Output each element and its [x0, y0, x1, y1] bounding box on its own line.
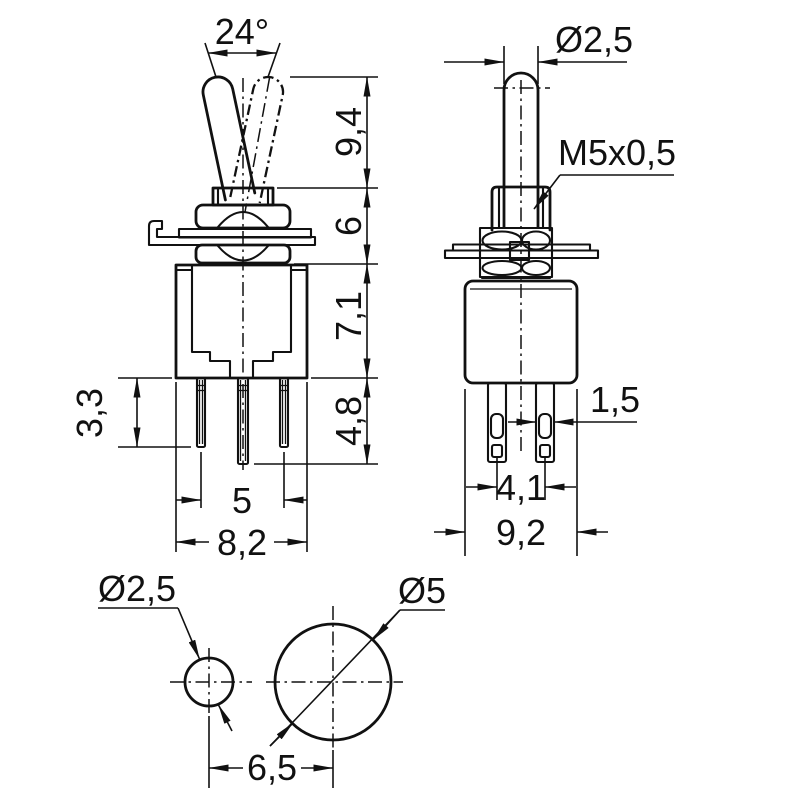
front-hex-nut-upper-chamfer — [216, 211, 270, 229]
dim-plan-lever-hole: Ø2,5 — [98, 568, 233, 732]
side-pin-rear-slot — [538, 443, 552, 459]
side-nut-lower-facet-right — [520, 259, 552, 277]
side-pin-pitch-extension-lines — [496, 458, 546, 500]
thread-leader — [533, 174, 561, 210]
height-extension-lines — [254, 76, 378, 465]
front-pin-left — [195, 376, 207, 449]
bushing-hole-diameter-label: Ø5 — [398, 570, 446, 611]
side-nut-lower-facet-left — [481, 259, 523, 277]
dim-front-body-width: 8,2 — [175, 382, 308, 563]
lever-hole-diameter-label: Ø2,5 — [98, 568, 176, 609]
body-height-label: 7,1 — [328, 291, 369, 341]
lever-hole-opposite-arrow — [217, 704, 233, 732]
pin-pitch-label: 5 — [232, 480, 252, 521]
hole-spacing-label: 6,5 — [247, 747, 297, 788]
front-switch-outline — [147, 75, 317, 470]
front-pin-fold-lines — [198, 380, 287, 461]
thread-label: M5x0,5 — [558, 132, 676, 173]
side-washer-strip-lower — [443, 249, 600, 260]
side-view: Ø2,5 M5x0,5 1,5 4,1 9,2 — [434, 19, 676, 556]
side-lever — [502, 71, 540, 229]
angle-extension-left — [204, 42, 217, 78]
dim-side-thread: M5x0,5 — [533, 132, 676, 210]
side-lock-tab-block — [508, 240, 531, 262]
side-pin-front-slot — [490, 443, 504, 459]
front-lever-alternate-position — [229, 75, 285, 204]
bushing-hole-arrow-lower — [269, 722, 294, 747]
front-pin-right — [278, 376, 290, 449]
dim-front-outer-pin-length: 3,3 — [69, 377, 191, 448]
angle-label: 24° — [215, 11, 269, 52]
outer-pin-length-label: 3,3 — [69, 388, 110, 438]
side-nut-upper-facet-left — [481, 230, 523, 251]
front-hex-nut-lower — [194, 243, 292, 265]
side-bushing — [490, 185, 552, 232]
drill-plan-view: Ø2,5 Ø5 6,5 — [98, 568, 446, 788]
side-nut-upper-facet-right — [520, 230, 552, 251]
dim-side-lever-diameter: Ø2,5 — [444, 19, 633, 84]
front-lock-washer-with-tab — [147, 219, 317, 247]
front-lever-tilted-axis — [244, 77, 271, 213]
front-body — [174, 263, 309, 380]
side-pin-pitch-label: 4,1 — [496, 467, 546, 508]
dim-side-pin-pitch: 4,1 — [466, 458, 576, 508]
bushing-height-label: 6 — [328, 216, 369, 236]
front-lever-solid — [201, 75, 257, 202]
pin-length-label: 4,8 — [328, 396, 369, 446]
dim-plan-bushing-hole: Ø5 — [269, 570, 446, 747]
dim-side-body-depth: 9,2 — [434, 389, 608, 556]
front-view: 24° 9,4 6 7,1 4,8 3,3 5 — [69, 11, 378, 563]
dim-front-pin-pitch: 5 — [176, 452, 307, 521]
front-hex-nut-lower-chamfer — [216, 244, 270, 262]
body-width-label: 8,2 — [217, 522, 267, 563]
dim-side-pin-thickness: 1,5 — [508, 379, 640, 426]
pin-thickness-label: 1,5 — [590, 379, 640, 420]
front-pin-shoulder-ticks — [197, 384, 288, 392]
body-depth-extension-lines — [464, 389, 578, 556]
body-depth-label: 9,2 — [496, 512, 546, 553]
side-pin-front-hole — [489, 412, 505, 440]
lever-diameter-label: Ø2,5 — [555, 19, 633, 60]
angle-extension-right — [267, 42, 281, 78]
front-bushing-thread-lines — [216, 186, 270, 207]
front-pin-center — [236, 376, 250, 466]
lever-hole-leader — [177, 607, 201, 660]
dim-front-angle: 24° — [204, 11, 281, 78]
dim-front-height-chain: 9,4 6 7,1 4,8 — [254, 76, 378, 465]
lever-length-label: 9,4 — [328, 107, 369, 157]
body-width-extension-lines — [175, 382, 308, 552]
side-body — [463, 279, 579, 385]
dim-plan-hole-spacing: 6,5 — [208, 747, 334, 788]
bushing-hole-arrow-upper — [372, 609, 401, 641]
side-pin-rear-hole — [537, 412, 553, 440]
outer-pin-extension-lines — [118, 377, 191, 448]
front-body-cavity-steps — [174, 263, 309, 380]
